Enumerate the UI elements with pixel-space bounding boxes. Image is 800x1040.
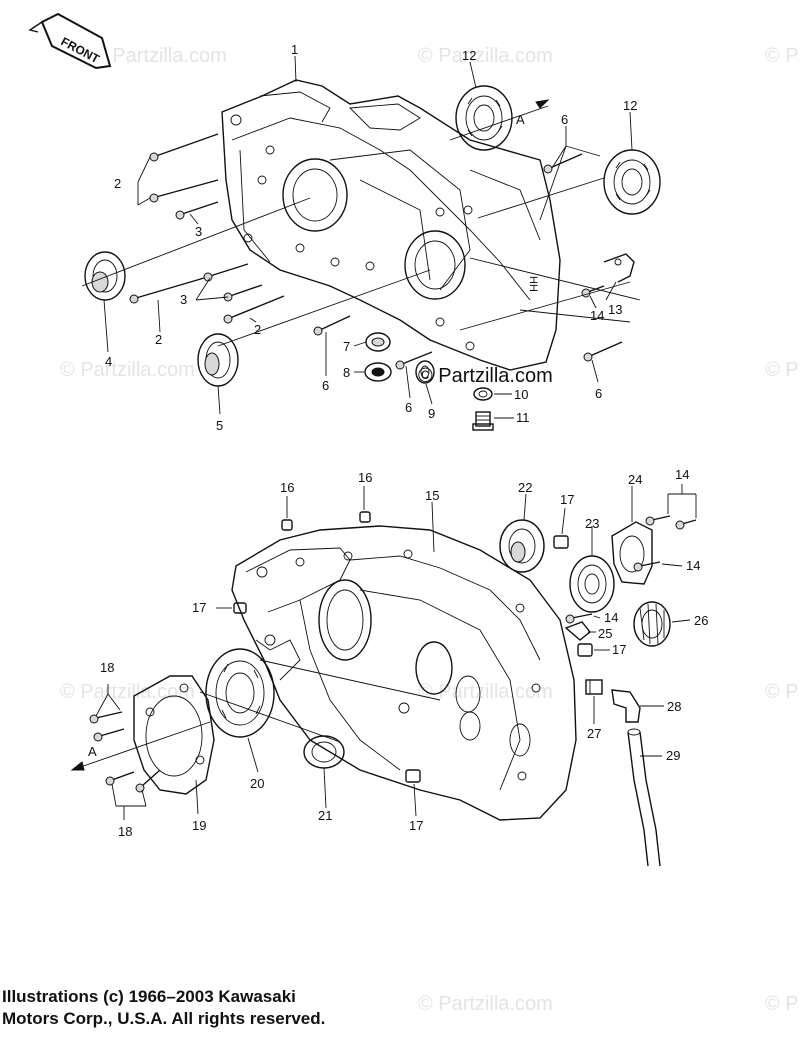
callout-15: 15 xyxy=(425,488,439,503)
callout-3: 3 xyxy=(180,292,187,307)
watermark-layer: © Partzilla.com © Partzilla.com © P © Pa… xyxy=(60,45,799,1015)
inline-watermark: © Partzilla.com xyxy=(418,365,553,387)
watermark: © Partzilla.com xyxy=(92,45,227,67)
callout-29: 29 xyxy=(666,748,680,763)
watermark: © P xyxy=(765,45,799,67)
callout-20: 20 xyxy=(250,776,264,791)
lower-crankcase xyxy=(231,525,577,821)
screws-18 xyxy=(89,711,161,793)
collar-9 xyxy=(415,360,435,384)
callout-19: 19 xyxy=(192,818,206,833)
callout-4: 4 xyxy=(105,354,112,369)
copyright-line: Motors Corp., U.S.A. All rights reserved… xyxy=(2,1009,326,1028)
callout-17: 17 xyxy=(409,818,423,833)
callout-13: 13 xyxy=(608,302,622,317)
callout-8: 8 xyxy=(343,365,350,380)
ball-bearing-20 xyxy=(205,648,275,738)
watermark: © P xyxy=(765,359,799,381)
callout-2: 2 xyxy=(254,322,261,337)
elbow-28 xyxy=(611,689,641,723)
drain-plug-11 xyxy=(472,411,494,431)
callout-28: 28 xyxy=(667,699,681,714)
callout-14: 14 xyxy=(604,610,618,625)
callout-26: 26 xyxy=(694,613,708,628)
callout-17: 17 xyxy=(560,492,574,507)
callout-22: 22 xyxy=(518,480,532,495)
callout-14: 14 xyxy=(686,558,700,573)
callout-14: 14 xyxy=(675,467,689,482)
bearing-cover-19 xyxy=(133,675,215,795)
callout-23: 23 xyxy=(585,516,599,531)
bracket-13 xyxy=(603,253,635,283)
front-direction-badge: FRONT xyxy=(28,12,112,70)
retainer-plate-24 xyxy=(611,521,653,585)
watermark: © P xyxy=(765,681,799,703)
callout-6: 6 xyxy=(322,378,329,393)
watermark: © Partzilla.com xyxy=(60,681,195,703)
callout-5: 5 xyxy=(216,418,223,433)
oil-seal-5 xyxy=(197,333,239,387)
hose-29 xyxy=(627,728,661,867)
callout-17: 17 xyxy=(192,600,206,615)
callout-1: 1 xyxy=(291,42,298,57)
dowel-pins xyxy=(233,511,593,783)
ref-a-top: A xyxy=(516,112,525,127)
needle-bearing-26 xyxy=(633,601,671,647)
callout-6: 6 xyxy=(405,400,412,415)
ball-bearing-12-right xyxy=(603,149,661,215)
callout-12: 12 xyxy=(462,48,476,63)
oil-seal-8 xyxy=(364,362,392,382)
needle-bearing-7 xyxy=(365,332,391,352)
watermark: © Partzilla.com xyxy=(418,993,553,1015)
callout-24: 24 xyxy=(628,472,642,487)
callout-25: 25 xyxy=(598,626,612,641)
casting-mark: HH xyxy=(527,276,539,292)
crankcase-bolts-upper xyxy=(129,133,623,370)
callout-21: 21 xyxy=(318,808,332,823)
callout-11: 11 xyxy=(516,410,530,425)
callout-12: 12 xyxy=(623,98,637,113)
copyright-notice: Illustrations (c) 1966–2003 Kawasaki Mot… xyxy=(2,986,325,1030)
callout-18: 18 xyxy=(100,660,114,675)
washer-10 xyxy=(473,387,493,401)
callout-16: 16 xyxy=(280,480,294,495)
watermark: © Partzilla.com xyxy=(418,45,553,67)
callout-6: 6 xyxy=(561,112,568,127)
watermark: © P xyxy=(765,993,799,1015)
callout-6: 6 xyxy=(595,386,602,401)
callout-17: 17 xyxy=(612,642,626,657)
oil-seal-4 xyxy=(84,251,126,301)
callout-27: 27 xyxy=(587,726,601,741)
ref-a-bottom: A xyxy=(88,744,97,759)
callout-10: 10 xyxy=(514,387,528,402)
callout-2: 2 xyxy=(114,176,121,191)
callout-18: 18 xyxy=(118,824,132,839)
callout-labels: 1 2 2 2 3 3 4 5 6 6 6 6 7 8 9 10 11 12 1… xyxy=(88,42,708,839)
callout-16: 16 xyxy=(358,470,372,485)
watermark: © Partzilla.com xyxy=(418,681,553,703)
clamp-25 xyxy=(564,621,591,641)
fitting-27 xyxy=(585,679,603,695)
bolts-14-lower xyxy=(565,515,697,624)
ball-bearing-23 xyxy=(569,555,615,613)
oil-seal-22 xyxy=(499,519,545,573)
callout-3: 3 xyxy=(195,224,202,239)
callout-9: 9 xyxy=(428,406,435,421)
callout-7: 7 xyxy=(343,339,350,354)
leader-lines-upper xyxy=(81,55,641,419)
copyright-line: Illustrations (c) 1966–2003 Kawasaki xyxy=(2,987,296,1006)
ball-bearing-12-left xyxy=(455,85,513,151)
leader-lines-lower xyxy=(70,484,697,820)
sleeve-21 xyxy=(303,735,345,769)
callout-2: 2 xyxy=(155,332,162,347)
callout-14: 14 xyxy=(590,308,604,323)
watermark: © Partzilla.com xyxy=(60,359,195,381)
upper-crankcase: HH xyxy=(221,79,561,371)
